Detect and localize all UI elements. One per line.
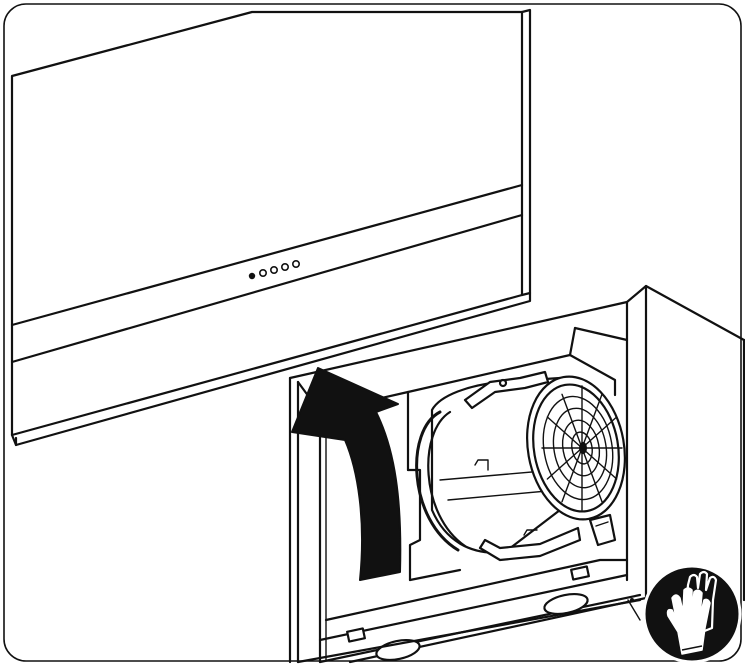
control-buttons xyxy=(248,259,300,280)
lift-arrow-icon xyxy=(291,367,402,581)
grille-spoke xyxy=(581,447,603,503)
control-button-5 xyxy=(291,259,300,268)
protective-gloves-icon xyxy=(642,564,742,664)
control-button-3 xyxy=(269,265,278,274)
control-button-2 xyxy=(258,268,267,277)
grille-spoke xyxy=(546,416,583,449)
grille-spoke xyxy=(581,393,603,449)
control-strip-bottom-edge xyxy=(10,213,524,364)
fan-guard-grille xyxy=(526,375,626,547)
grille-spoke xyxy=(546,447,583,480)
control-strip-top-edge xyxy=(10,183,524,327)
hood-canopy-panel xyxy=(10,8,532,447)
illustration-frame xyxy=(3,3,742,662)
control-button-4 xyxy=(280,262,289,271)
grille-spoke xyxy=(581,416,618,449)
control-button-1 xyxy=(248,272,256,280)
grille-spoke xyxy=(561,447,583,503)
grille-spoke xyxy=(581,447,618,480)
grille-spoke xyxy=(561,393,583,449)
